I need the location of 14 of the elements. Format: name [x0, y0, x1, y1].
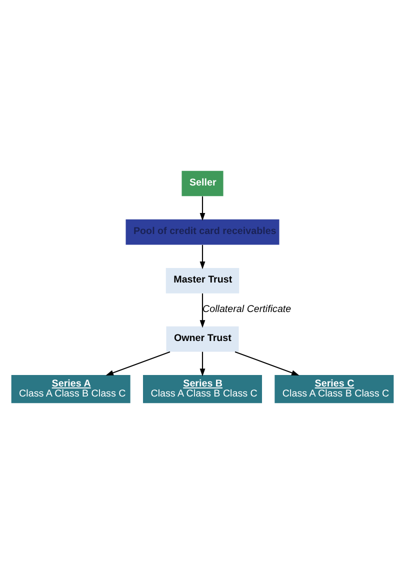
arrow — [200, 293, 206, 328]
arrow — [200, 196, 206, 221]
node-box: Owner Trust — [166, 326, 239, 352]
arrow — [200, 244, 206, 270]
arrow — [106, 351, 170, 376]
node-box: Series B Class A Class B Class C — [143, 375, 262, 404]
node-box: Seller — [182, 170, 224, 196]
arrow — [234, 351, 300, 376]
node-box: Master Trust — [166, 268, 240, 294]
node-box: Series C Class A Class B Class C — [274, 375, 394, 404]
node-box: Series A Class A Class B Class C — [11, 375, 130, 404]
arrow — [200, 352, 206, 376]
edge-label: Collateral Certificate — [202, 304, 292, 315]
node-box: Pool of credit card receivables — [126, 219, 280, 245]
